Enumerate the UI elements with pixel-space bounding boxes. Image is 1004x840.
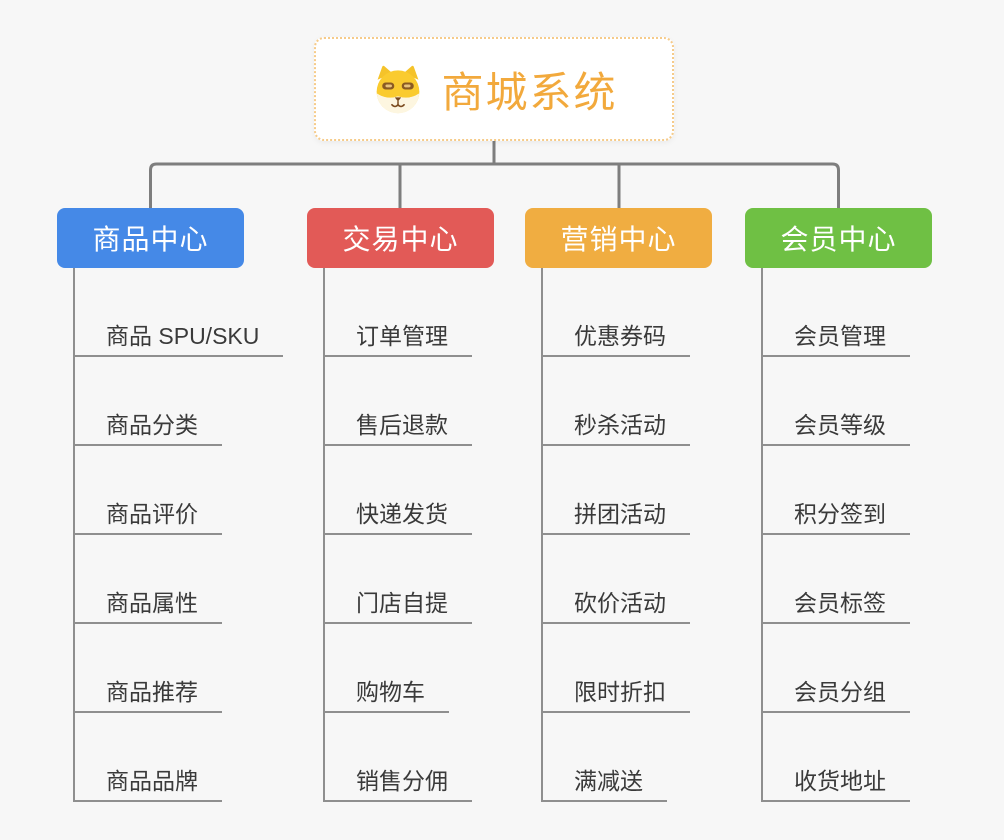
root-node[interactable]: 商城系统 xyxy=(314,37,674,141)
connector-horizontal-rail xyxy=(149,162,840,208)
branch-item[interactable]: 限时折扣 xyxy=(541,675,690,713)
branch-trade-center: 交易中心 订单管理 售后退款 快递发货 门店自提 购物车 销售分佣 xyxy=(307,208,517,802)
branch-item[interactable]: 秒杀活动 xyxy=(541,408,690,446)
branch-item[interactable]: 购物车 xyxy=(323,675,449,713)
branch-item[interactable]: 商品评价 xyxy=(73,497,222,535)
branch-item[interactable]: 会员等级 xyxy=(761,408,910,446)
branch-item[interactable]: 订单管理 xyxy=(323,319,472,357)
branch-item[interactable]: 会员分组 xyxy=(761,675,910,713)
root-node-title: 商城系统 xyxy=(441,68,618,116)
branch-header-marketing-center[interactable]: 营销中心 xyxy=(525,208,712,268)
dog-face-icon xyxy=(377,65,420,114)
branch-item[interactable]: 满减送 xyxy=(541,764,667,802)
branch-item[interactable]: 门店自提 xyxy=(323,586,472,624)
branch-item[interactable]: 砍价活动 xyxy=(541,586,690,624)
branch-item[interactable]: 会员管理 xyxy=(761,319,910,357)
branch-item[interactable]: 快递发货 xyxy=(323,497,472,535)
branch-product-center: 商品中心 商品 SPU/SKU 商品分类 商品评价 商品属性 商品推荐 商品品牌 xyxy=(57,208,284,802)
branch-item[interactable]: 商品推荐 xyxy=(73,675,222,713)
branch-header-product-center[interactable]: 商品中心 xyxy=(57,208,244,268)
branch-marketing-center: 营销中心 优惠券码 秒杀活动 拼团活动 砍价活动 限时折扣 满减送 xyxy=(525,208,735,802)
branch-item[interactable]: 售后退款 xyxy=(323,408,472,446)
branch-item[interactable]: 会员标签 xyxy=(761,586,910,624)
branch-item[interactable]: 商品品牌 xyxy=(73,764,222,802)
branch-member-center: 会员中心 会员管理 会员等级 积分签到 会员标签 会员分组 收货地址 xyxy=(745,208,955,802)
branch-item[interactable]: 优惠券码 xyxy=(541,319,690,357)
branch-item[interactable]: 销售分佣 xyxy=(323,764,472,802)
branch-item[interactable]: 拼团活动 xyxy=(541,497,690,535)
branch-item[interactable]: 商品属性 xyxy=(73,586,222,624)
branch-header-member-center[interactable]: 会员中心 xyxy=(745,208,932,268)
branch-item[interactable]: 商品 SPU/SKU xyxy=(73,319,284,357)
branch-header-trade-center[interactable]: 交易中心 xyxy=(307,208,494,268)
branch-item[interactable]: 收货地址 xyxy=(761,764,910,802)
branch-item[interactable]: 商品分类 xyxy=(73,408,222,446)
branch-item[interactable]: 积分签到 xyxy=(761,497,910,535)
